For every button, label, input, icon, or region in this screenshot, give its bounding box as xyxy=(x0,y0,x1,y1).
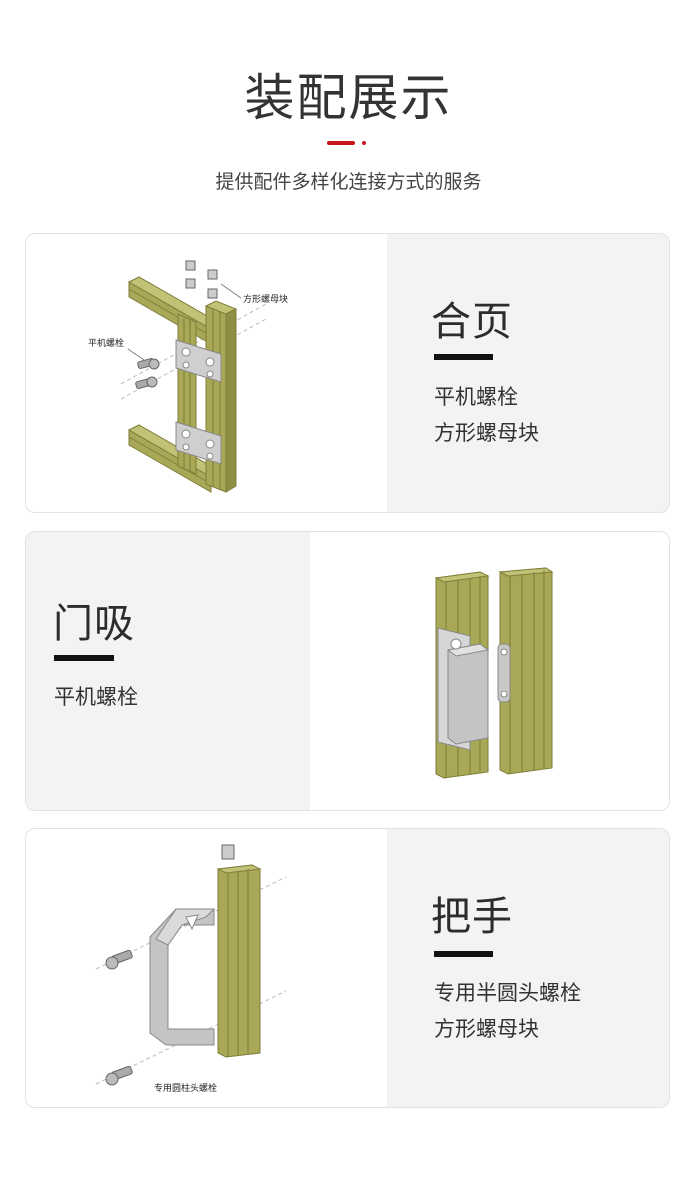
page-subtitle: 提供配件多样化连接方式的服务 xyxy=(215,171,482,193)
card-items: 专用半圆头螺栓 方形螺母块 xyxy=(434,975,581,1047)
door-catch-image-panel xyxy=(310,532,669,810)
card-item: 专用半圆头螺栓 xyxy=(434,981,581,1005)
card-item: 平机螺栓 xyxy=(54,685,138,709)
card-items: 平机螺栓 xyxy=(54,679,138,715)
card-items: 平机螺栓 方形螺母块 xyxy=(434,379,539,451)
hinge-image-panel: 方形螺母块 平机螺栓 xyxy=(26,234,387,512)
card-title: 门吸 xyxy=(53,601,135,647)
card-item: 方形螺母块 xyxy=(434,421,539,445)
card-title-bar xyxy=(434,354,493,360)
handle-image-panel: 专用圆柱头螺栓 xyxy=(26,829,387,1107)
assembly-card-hinge: 方形螺母块 平机螺栓 合页 平机螺栓 方形螺母块 xyxy=(25,233,670,513)
door-catch-text-panel: 门吸 平机螺栓 xyxy=(26,532,310,810)
card-item: 平机螺栓 xyxy=(434,385,518,409)
card-title: 把手 xyxy=(431,894,513,940)
handle-text-panel: 把手 专用半圆头螺栓 方形螺母块 xyxy=(387,829,669,1107)
hinge-label-bolt: 平机螺栓 xyxy=(88,337,124,349)
handle-assembly-illustration: 专用圆柱头螺栓 xyxy=(95,844,287,1094)
title-accent-dot xyxy=(362,141,366,145)
page-title: 装配展示 xyxy=(244,69,453,127)
hinge-text-panel: 合页 平机螺栓 方形螺母块 xyxy=(387,234,669,512)
card-title-bar xyxy=(54,655,114,661)
handle-label-bolt: 专用圆柱头螺栓 xyxy=(154,1082,217,1094)
assembly-card-handle: 专用圆柱头螺栓 把手 专用半圆头螺栓 方形螺母块 xyxy=(25,828,670,1108)
hinge-label-nut: 方形螺母块 xyxy=(243,293,288,305)
card-item: 方形螺母块 xyxy=(434,1017,539,1041)
door-catch-assembly-illustration xyxy=(434,567,554,779)
card-title: 合页 xyxy=(431,299,513,345)
section-header: 装配展示 提供配件多样化连接方式的服务 xyxy=(0,0,697,220)
card-title-bar xyxy=(434,951,493,957)
assembly-card-door-catch: 门吸 平机螺栓 xyxy=(25,531,670,811)
hinge-assembly-illustration: 方形螺母块 平机螺栓 xyxy=(88,260,288,493)
title-underline xyxy=(327,141,355,145)
